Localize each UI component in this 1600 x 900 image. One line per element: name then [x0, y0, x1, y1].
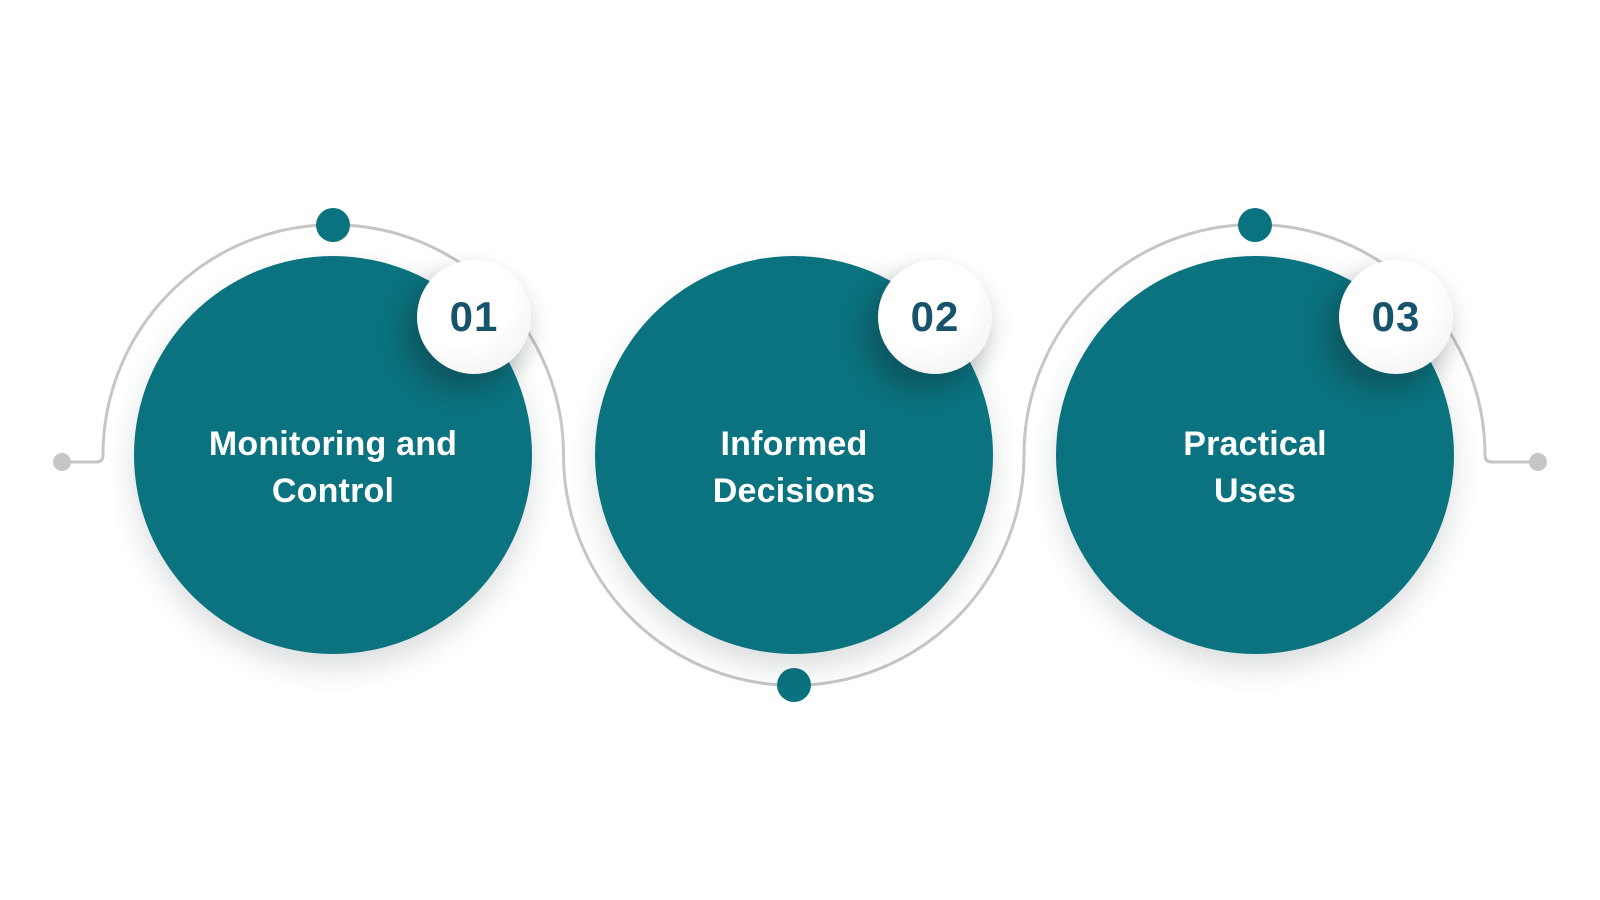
title-line: Informed — [720, 425, 868, 463]
step-number-badge-3: 03 — [1339, 260, 1453, 374]
title-line: Control — [271, 472, 395, 510]
title-line: Uses — [1213, 472, 1297, 510]
line-endpoint-dot-right — [1529, 453, 1547, 471]
title-line: Practical — [1183, 425, 1327, 463]
line-endpoint-dot-left — [53, 453, 71, 471]
step-title: Informed Decisions — [713, 421, 875, 515]
step-title: Monitoring and Control — [209, 421, 457, 515]
step-number: 01 — [449, 293, 499, 340]
step-number: 03 — [1371, 293, 1421, 340]
step-number-badge-2: 02 — [878, 260, 992, 374]
node-dot-step-2 — [777, 668, 811, 702]
node-dot-step-1 — [316, 208, 350, 242]
title-line: Monitoring and — [208, 425, 458, 463]
title-line: Decisions — [712, 472, 876, 510]
node-dot-step-3 — [1238, 208, 1272, 242]
step-title: Practical Uses — [1183, 421, 1327, 515]
step-number: 02 — [910, 293, 960, 340]
step-number-badge-1: 01 — [417, 260, 531, 374]
